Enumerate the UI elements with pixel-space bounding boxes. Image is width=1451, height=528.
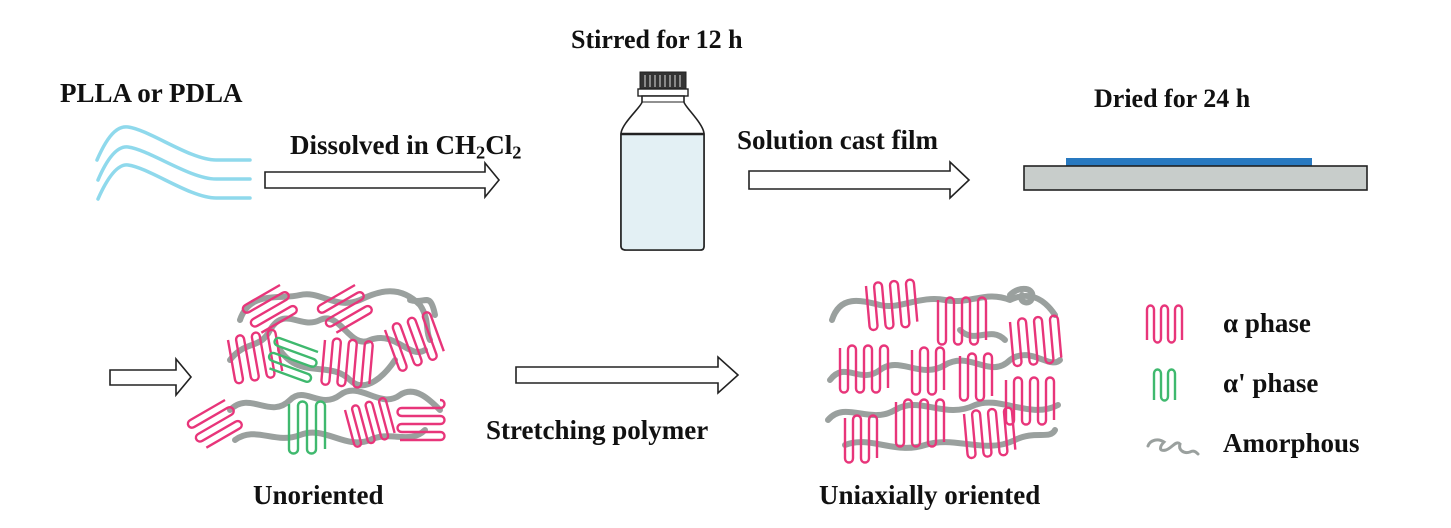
unoriented-label: Unoriented [253, 480, 384, 510]
legend-amorphous-label: Amorphous [1223, 428, 1360, 458]
oriented-structure-icon [825, 278, 1063, 464]
dissolve-sub1: 2 [476, 142, 486, 163]
dissolve-sub2: 2 [512, 142, 522, 163]
film-substrate-icon [1023, 158, 1368, 191]
polymer-chains-icon [95, 125, 252, 201]
legend-alpha-prime-label: α' phase [1223, 368, 1319, 398]
arrow-stretch-icon [515, 355, 740, 395]
dissolve-text2: Cl [485, 130, 513, 160]
stretch-label: Stretching polymer [486, 415, 709, 445]
bottle-icon [620, 71, 705, 251]
legend-alpha-label: α phase [1223, 308, 1311, 338]
start-label: PLLA or PDLA [60, 78, 243, 108]
arrow-dissolve-icon [264, 160, 501, 200]
dissolve-label: Dissolved in CH2Cl2 [290, 130, 521, 162]
bottle-label: Stirred for 12 h [571, 25, 743, 54]
legend-alpha-prime-icon [1152, 368, 1177, 402]
arrow-cast-icon [748, 160, 971, 200]
legend-alpha-icon [1145, 304, 1184, 344]
dissolve-text: Dissolved in CH [290, 130, 477, 160]
oriented-label: Uniaxially oriented [819, 480, 1041, 510]
legend-amorphous-icon [1146, 438, 1200, 456]
film-label: Dried for 24 h [1094, 84, 1251, 113]
cast-label: Solution cast film [737, 125, 939, 155]
arrow-continue-icon [109, 356, 193, 398]
unoriented-structure-icon [186, 283, 446, 455]
